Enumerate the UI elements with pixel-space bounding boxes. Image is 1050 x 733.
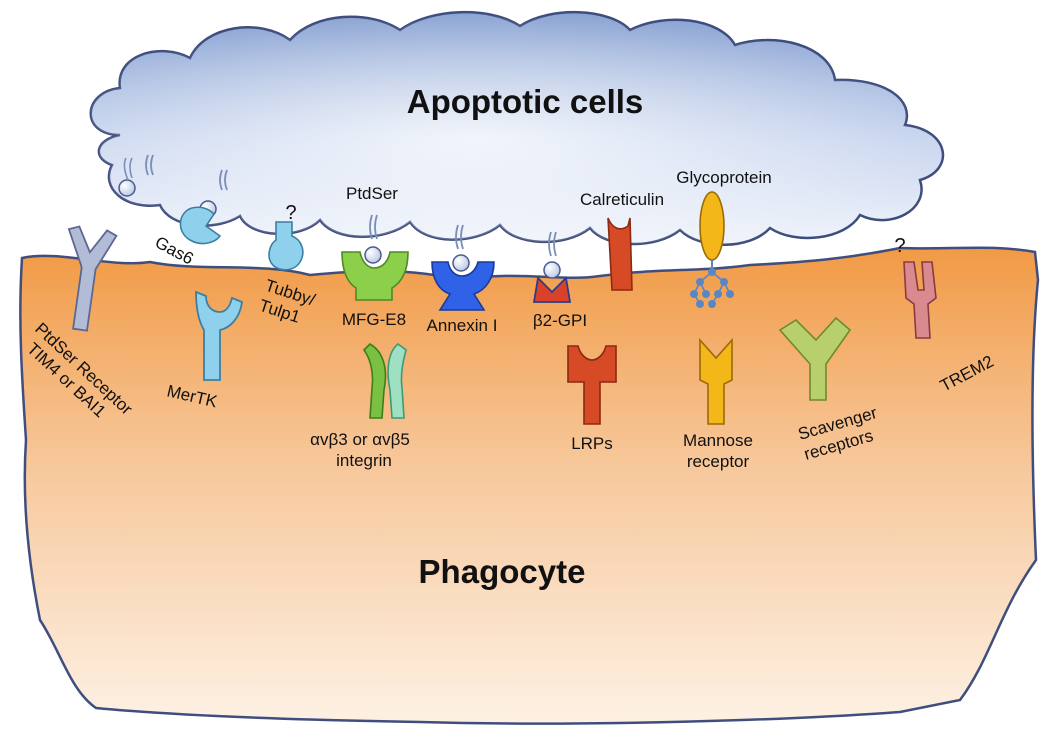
phagocyte-membrane xyxy=(19,246,1040,725)
mfge8-label: MFG-E8 xyxy=(342,310,406,329)
apoptotic-cells-title: Apoptotic cells xyxy=(407,83,644,120)
trem2-question-mark: ? xyxy=(894,235,905,257)
calreticulin-label: Calreticulin xyxy=(580,190,664,209)
apoptotic-cell-cloud xyxy=(89,11,945,246)
integrin-alpha-shape xyxy=(362,343,387,419)
mannose-label-line1: Mannose xyxy=(683,431,753,450)
ptdser-ball-1 xyxy=(118,179,136,197)
b2gpi-shape xyxy=(532,276,572,303)
ptdser-label: PtdSer xyxy=(346,184,398,203)
integrin-beta-shape xyxy=(387,342,407,419)
annexin-label: Annexin I xyxy=(427,316,498,335)
ptdser-ball-3 xyxy=(364,246,382,264)
phagocyte-title: Phagocyte xyxy=(419,553,586,590)
glycoprotein-shape xyxy=(689,191,734,308)
trem2-shape xyxy=(903,261,937,339)
mertk-shape xyxy=(195,290,243,381)
b2gpi-label: β2-GPI xyxy=(533,311,587,330)
annexin-shape xyxy=(431,261,495,311)
integrin-label-line2: integrin xyxy=(336,451,392,470)
lrps-label: LRPs xyxy=(571,434,613,453)
scavenger-receptor-shape xyxy=(778,316,852,401)
integrin-label-line1: αvβ3 or αvβ5 xyxy=(310,430,410,449)
ptdser-receptor-shape xyxy=(67,225,118,332)
ptdser-molecules xyxy=(145,154,557,257)
mannose-receptor-shape xyxy=(699,337,733,425)
glycoprotein-label: Glycoprotein xyxy=(676,168,771,187)
mfge8-shape xyxy=(341,251,409,301)
ptdser-ball-5 xyxy=(543,261,561,279)
tubby-question-mark: ? xyxy=(285,202,296,224)
mannose-label-line2: receptor xyxy=(687,452,750,471)
calreticulin-shape xyxy=(607,217,633,291)
ptdser-ball-4 xyxy=(452,254,470,272)
tubby-shape xyxy=(268,221,304,271)
gas6-shape xyxy=(179,206,222,245)
lrps-shape xyxy=(567,345,617,425)
